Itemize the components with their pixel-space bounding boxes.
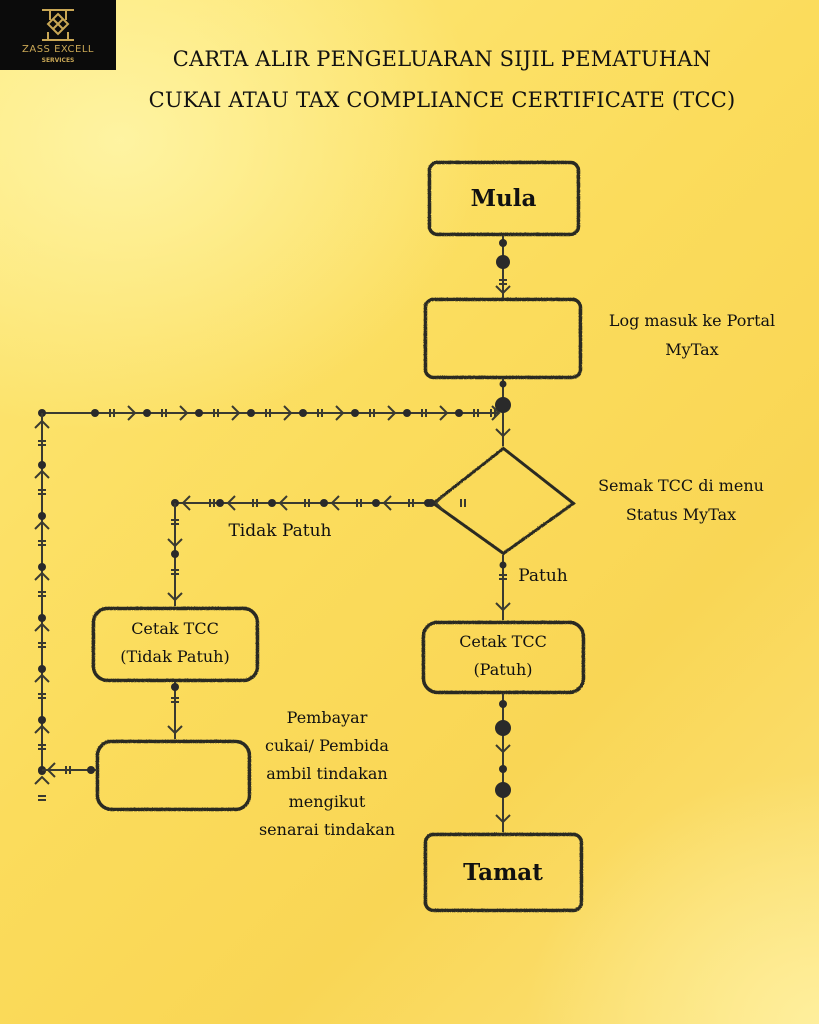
arrow-head-icon [34, 622, 50, 632]
logo-sub-text: SERVICES [41, 57, 75, 64]
branch-label-patuh: Patuh [518, 566, 568, 586]
login-box [423, 297, 582, 379]
arrow-head-icon [34, 724, 50, 734]
decision-label-line-2: Status MyTax [625, 505, 737, 524]
connector-dot [495, 782, 511, 798]
connector-dot [216, 499, 224, 507]
connector-dot [87, 766, 95, 774]
print-compliant-line-1: Cetak TCC [459, 632, 547, 651]
arrow-head-icon [167, 592, 183, 602]
arrow-head-icon [434, 495, 444, 511]
arrow-head-icon [34, 419, 50, 429]
arrow-head-icon [34, 520, 50, 530]
action-label-line-3: ambil tindakan [266, 764, 388, 783]
connector-dot [38, 716, 46, 724]
connector-dot [299, 409, 307, 417]
connector-dot [424, 499, 432, 507]
arrow-head-icon [335, 405, 345, 421]
action-box [95, 739, 251, 811]
arrow-head-icon [127, 405, 137, 421]
connector-dot [38, 614, 46, 622]
connector-dot [403, 409, 411, 417]
connector-dot [91, 409, 99, 417]
connector-dot [171, 550, 179, 558]
connector-dot [38, 461, 46, 469]
login-label-line-1: Log masuk ke Portal [608, 311, 776, 330]
print-noncompliant-line-1: Cetak TCC [131, 619, 219, 638]
branch-label-tidak-patuh: Tidak Patuh [228, 521, 332, 541]
arrow-head-icon [231, 405, 241, 421]
print-compliant-box [421, 620, 585, 694]
end-box [423, 832, 583, 912]
connector-dot [496, 255, 510, 269]
connector-dot [499, 239, 507, 247]
arrow-head-icon [179, 405, 189, 421]
connector-dot [455, 409, 463, 417]
connector-dot [351, 409, 359, 417]
arrow-head-icon [46, 762, 56, 778]
arrow-head-icon [491, 405, 501, 421]
print-noncompliant-line-2: (Tidak Patuh) [120, 647, 230, 666]
connector-dot [38, 512, 46, 520]
connector-dot [268, 499, 276, 507]
arrow-head-icon [387, 405, 397, 421]
action-label-line-4: mengikut [288, 792, 366, 811]
start-label: Mula [470, 184, 537, 212]
print-noncompliant-box [91, 606, 259, 682]
arrow-head-icon [34, 673, 50, 683]
connector-dot [247, 409, 255, 417]
connector-dot [495, 720, 511, 736]
arrow-head-icon [495, 285, 511, 295]
arrow-head-icon [34, 571, 50, 581]
action-label-line-5: senarai tindakan [258, 820, 396, 839]
arrow-head-icon [330, 495, 340, 511]
connector-dot [195, 409, 203, 417]
connector-dot [38, 563, 46, 571]
end-label: Tamat [463, 858, 543, 886]
connector-dot [171, 683, 179, 691]
arrow-head-icon [181, 495, 191, 511]
decision-label-line-1: Semak TCC di menu [598, 476, 764, 495]
login-label-line-2: MyTax [665, 340, 719, 359]
arrow-head-icon [167, 725, 183, 735]
connector-dot [143, 409, 151, 417]
junction-dot [495, 397, 511, 413]
arrow-head-icon [439, 405, 449, 421]
page-title-line-2: CUKAI ATAU TAX COMPLIANCE CERTIFICATE (T… [148, 88, 736, 112]
action-label-line-2: cukai/ Pembida [265, 736, 389, 755]
connector-dot [499, 380, 507, 388]
arrow-head-icon [495, 602, 511, 612]
connector-dot [38, 665, 46, 673]
company-logo: ZASS EXCELL SERVICES [0, 0, 116, 70]
arrow-head-icon [34, 469, 50, 479]
arrow-head-icon [495, 814, 511, 824]
arrow-head-icon [495, 428, 511, 438]
connector-dot [499, 765, 507, 773]
arrow-head-icon [226, 495, 236, 511]
connector-dot [320, 499, 328, 507]
arrow-head-icon [283, 405, 293, 421]
arrow-head-icon [382, 495, 392, 511]
connector-dot [499, 561, 507, 569]
print-compliant-line-2: (Patuh) [473, 660, 533, 679]
start-box [427, 160, 580, 236]
logo-emblem-icon [42, 9, 74, 41]
connector-dot [372, 499, 380, 507]
connector-dot [499, 700, 507, 708]
arrow-head-icon [34, 775, 50, 785]
action-label-line-1: Pembayar [286, 708, 368, 727]
logo-brand-text: ZASS EXCELL [22, 44, 94, 55]
decision-diamond [430, 446, 576, 555]
page-title-line-1: CARTA ALIR PENGELUARAN SIJIL PEMATUHAN [172, 47, 712, 71]
arrow-head-icon [278, 495, 288, 511]
arrow-head-icon [495, 744, 511, 754]
arrow-head-icon [167, 538, 183, 548]
